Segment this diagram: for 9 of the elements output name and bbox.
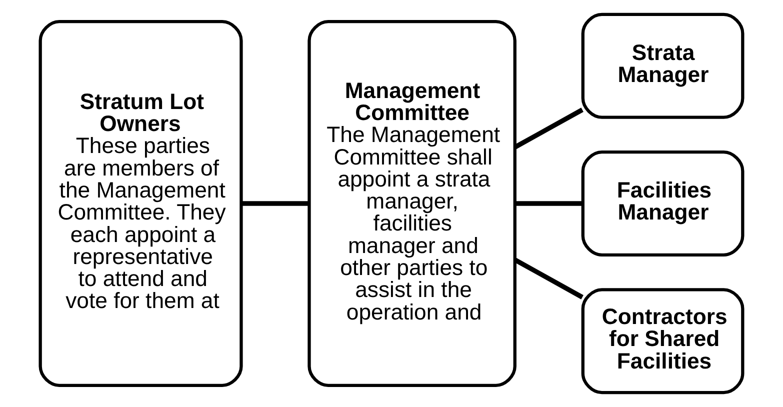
connector [514, 258, 584, 300]
node-box: Stratum Lot Owners These parties are members of the Management Committee. They each appoint a representative to attend and vote for them at [38, 20, 243, 387]
connector [241, 201, 310, 206]
node-box: Facilities Manager [581, 150, 744, 256]
node-box: Management Committee The Management Committee shall appoint a strata manager, facilities manager and other parties to assist in the operation and [308, 20, 516, 387]
connector [514, 108, 584, 150]
node-box: Contractors for Shared Facilities [581, 288, 744, 394]
connector [515, 201, 582, 206]
node-box: Strata Manager [581, 12, 744, 119]
